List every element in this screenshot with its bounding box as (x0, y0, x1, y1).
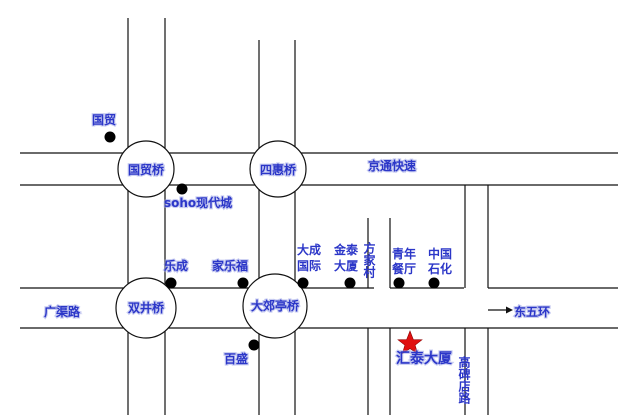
bridge-guomao-label: 国贸桥 (128, 162, 165, 177)
dot-icon (237, 277, 249, 289)
place-jialefu-shadow: 家乐福 (212, 258, 248, 273)
dot-icon (248, 339, 260, 351)
place-baisheng-shadow: 百盛 (224, 351, 248, 366)
place-jintai-line1: 金泰 (333, 242, 359, 257)
dot-icon (104, 131, 116, 143)
markers (104, 131, 440, 351)
place-soho-shadow: soho现代城 (164, 195, 232, 210)
road-label-dongwuhuan: 东五环 (514, 304, 550, 319)
road-label-gaobeidian: 高碑店路 (457, 355, 471, 405)
bridge-dajiaoting-circle (242, 273, 308, 339)
star-icon (397, 330, 423, 355)
place-dacheng-line2: 国际 (297, 259, 321, 273)
bridge-dajiaoting: 大郊亭桥 大郊亭桥 (242, 273, 308, 339)
dot-icon (393, 277, 405, 289)
place-soho: soho现代城 (164, 195, 232, 210)
bridge-shuangjing-label: 双井桥 (128, 300, 165, 315)
bridge-shuangjing-circle (115, 277, 177, 339)
bridge-shuangjing-shadow: 双井桥 (128, 300, 165, 315)
place-dacheng-line1: 大成 (297, 242, 321, 257)
place-jialefu: 家乐福 (212, 258, 248, 273)
road-label-jingtong-shadow: 京通快速 (368, 158, 416, 173)
dot-icon (176, 183, 188, 195)
bridge-guomao: 国贸桥 国贸桥 (117, 140, 175, 198)
place-zhongguo-line2: 石化 (427, 261, 452, 276)
place-guomao-shadow: 国贸 (92, 112, 116, 127)
road-label-guangqu-shadow: 广渠路 (44, 304, 81, 319)
place-jintai-line2: 大厦 (334, 258, 359, 273)
dot-icon (344, 277, 356, 289)
bridge-sihui-label: 四惠桥 (260, 162, 297, 177)
road-label-dongwuhuan-shadow: 东五环 (514, 304, 550, 319)
place-huitai: 汇泰大厦 (396, 350, 453, 367)
place-zhongguo-line1: 中国 (428, 246, 452, 261)
bridge-sihui-shadow: 四惠桥 (260, 162, 297, 177)
dot-icon (165, 277, 177, 289)
road-label-guangqu: 广渠路 (44, 304, 81, 319)
place-lecheng-shadow: 乐成 (164, 258, 188, 273)
dot-icon (297, 277, 309, 289)
place-baisheng: 百盛 (224, 351, 248, 366)
bridge-guomao-circle (117, 140, 175, 198)
place-guomao: 国贸 (92, 112, 116, 127)
road-label-jingtong: 京通快速 (368, 158, 416, 173)
dot-icon (428, 277, 440, 289)
bridge-dajiaoting-label: 大郊亭桥 (251, 298, 300, 313)
place-fangjiacun: 方家村 (362, 241, 376, 279)
bridge-shuangjing: 双井桥 双井桥 (115, 277, 177, 339)
place-lecheng: 乐成 (164, 258, 188, 273)
bridge-sihui: 四惠桥 四惠桥 (249, 140, 307, 198)
arrow-right-icon (488, 306, 513, 314)
place-qingnian-line1: 青年 (392, 246, 416, 261)
bridge-sihui-circle (249, 140, 307, 198)
place-huitai-shadow: 汇泰大厦 (396, 350, 453, 367)
bridge-dajiaoting-shadow: 大郊亭桥 (251, 298, 300, 313)
place-qingnian-line2: 餐厅 (392, 261, 416, 276)
bridge-guomao-shadow: 国贸桥 (128, 162, 165, 177)
road-network (20, 18, 618, 415)
